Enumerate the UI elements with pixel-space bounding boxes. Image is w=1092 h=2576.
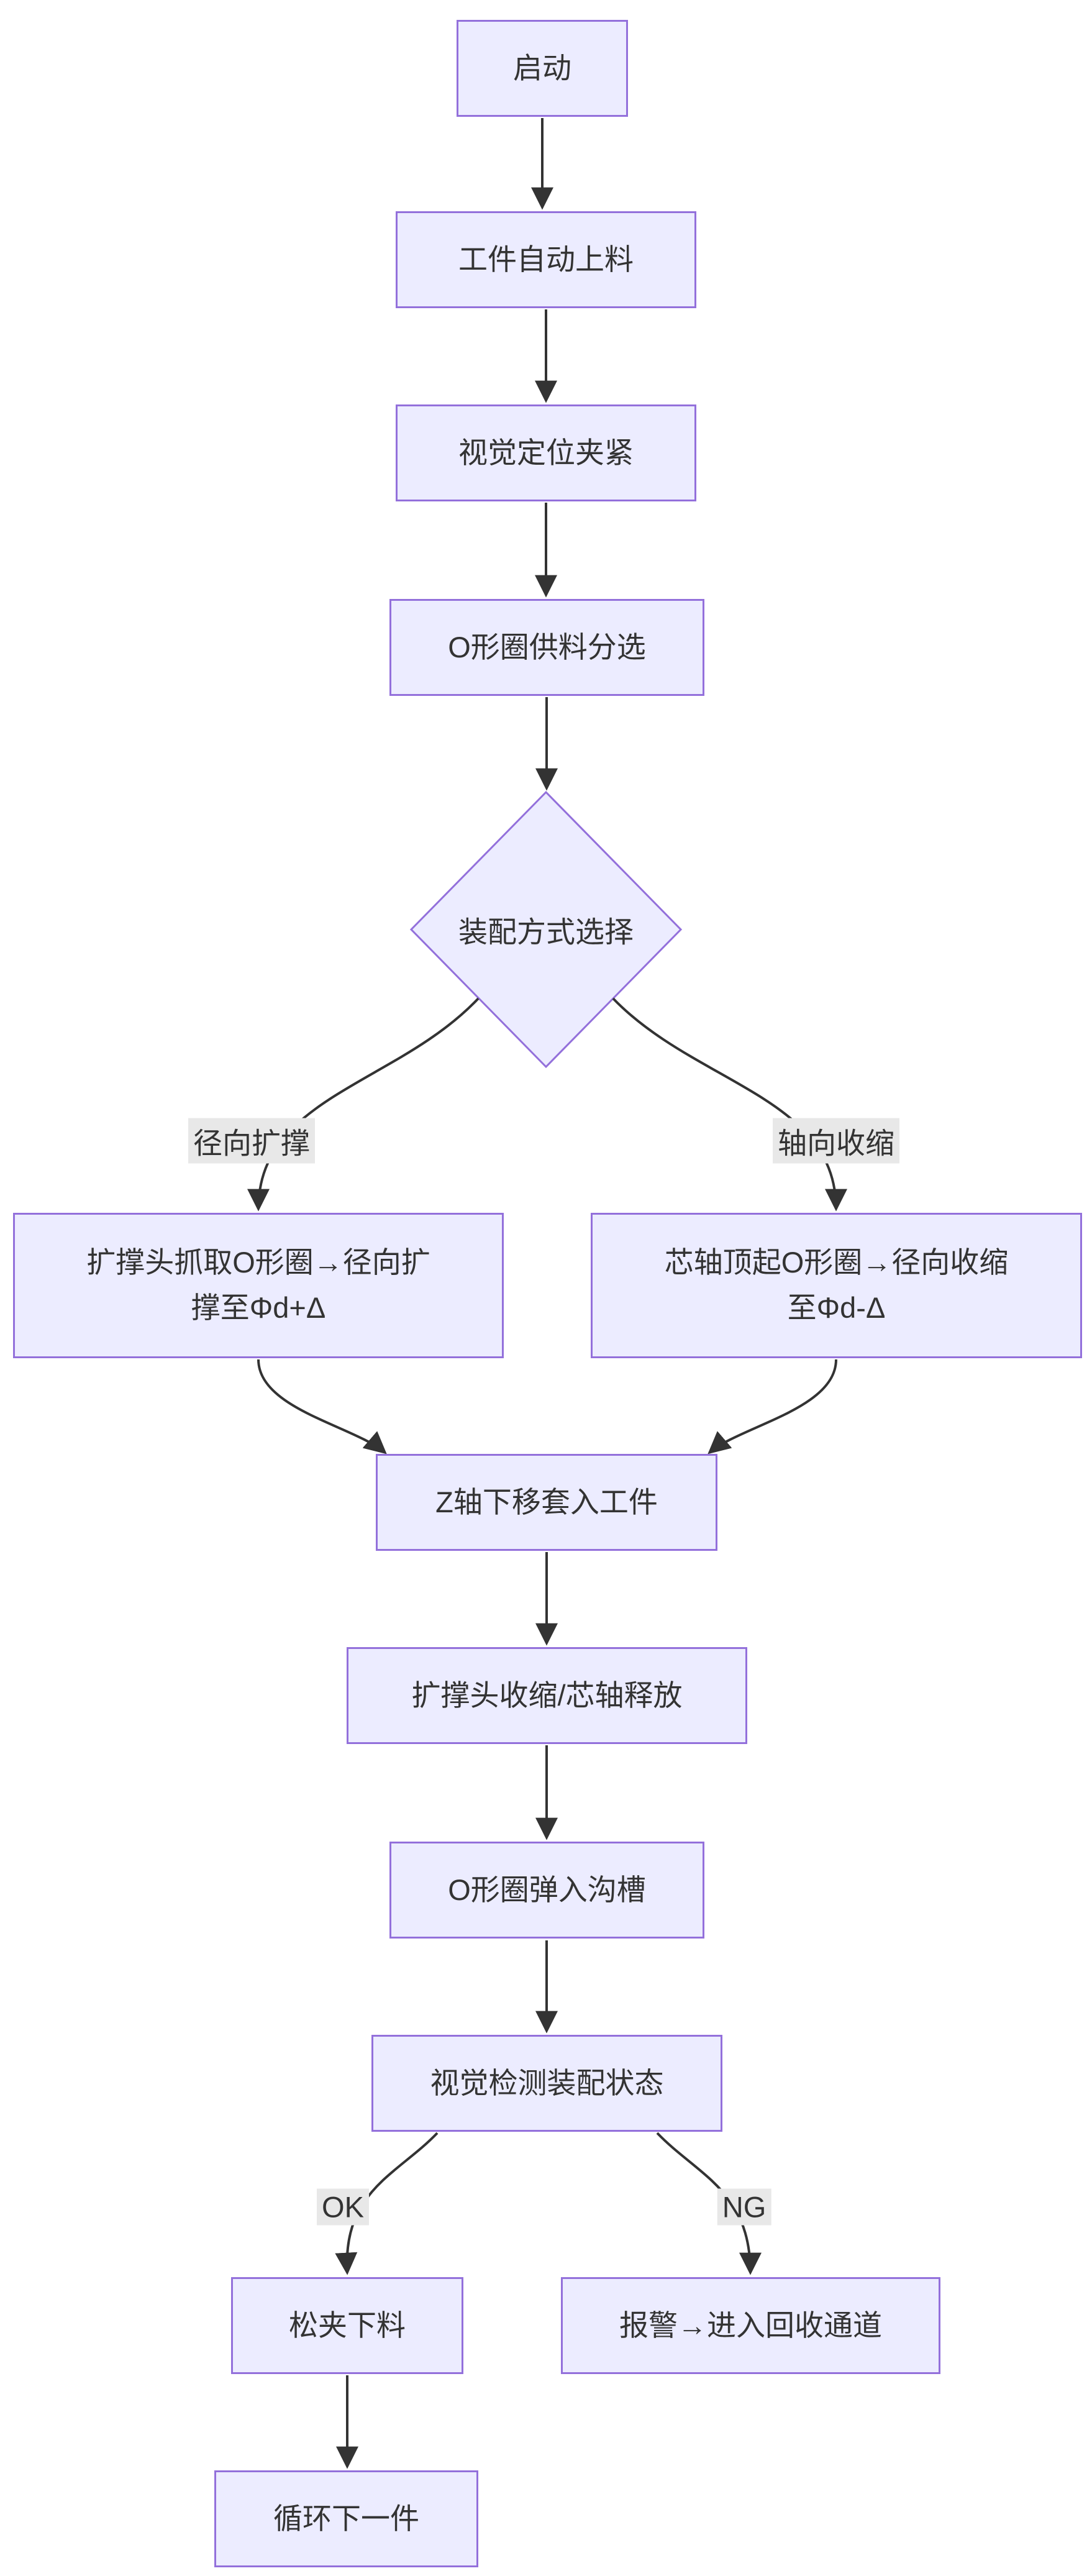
node-inspect: 视觉检测装配状态: [371, 2035, 722, 2132]
node-sort: O形圈供料分选: [389, 599, 704, 696]
edge-inspect-alarm: [656, 2132, 762, 2275]
node-insert-label: Z轴下移套入工件: [435, 1485, 658, 1519]
node-next: 循环下一件: [214, 2470, 478, 2567]
node-decision-label: 装配方式选择: [458, 915, 634, 949]
edge-inspect-unload: [335, 2132, 439, 2275]
edge-decision-shrink: [612, 997, 847, 1212]
node-inspect-label: 视觉检测装配状态: [430, 2066, 664, 2099]
node-alarm: 报警→进入回收通道: [561, 2277, 940, 2374]
edge-label-ok: OK: [317, 2188, 369, 2226]
node-insert: Z轴下移套入工件: [376, 1454, 717, 1551]
edge-label-ng: NG: [717, 2188, 771, 2226]
node-clamp-label: 视觉定位夹紧: [458, 436, 634, 469]
node-release-label: 扩撑头收缩/芯轴释放: [411, 1678, 683, 1712]
node-clamp: 视觉定位夹紧: [396, 404, 696, 501]
node-feed-label: 工件自动上料: [458, 242, 634, 276]
edge-shrink-insert: [708, 1359, 837, 1455]
node-expand-label: 扩撑头抓取O形圈→径向扩撑至Φd+Δ: [86, 1246, 430, 1324]
node-snap-label: O形圈弹入沟槽: [448, 1873, 646, 1906]
node-sort-label: O形圈供料分选: [448, 630, 646, 664]
node-start-label: 启动: [513, 51, 571, 84]
node-unload: 松夹下料: [231, 2277, 463, 2374]
node-unload-label: 松夹下料: [289, 2308, 406, 2342]
edge-expand-insert: [257, 1359, 387, 1455]
edge-decision-expand: [247, 997, 480, 1212]
edge-label-radial: 径向扩撑: [188, 1118, 315, 1164]
node-release: 扩撑头收缩/芯轴释放: [347, 1647, 747, 1744]
node-start: 启动: [457, 20, 628, 117]
node-next-label: 循环下一件: [273, 2501, 419, 2535]
node-snap: O形圈弹入沟槽: [389, 1842, 704, 1939]
node-shrink: 芯轴顶起O形圈→径向收缩至Φd-Δ: [591, 1213, 1082, 1358]
node-shrink-label: 芯轴顶起O形圈→径向收缩至Φd-Δ: [664, 1246, 1009, 1324]
node-expand: 扩撑头抓取O形圈→径向扩撑至Φd+Δ: [13, 1213, 504, 1358]
node-feed: 工件自动上料: [396, 211, 696, 308]
node-alarm-label: 报警→进入回收通道: [619, 2308, 882, 2342]
node-decision-shape: [409, 790, 683, 1069]
edge-label-axial: 轴向收缩: [773, 1118, 899, 1164]
